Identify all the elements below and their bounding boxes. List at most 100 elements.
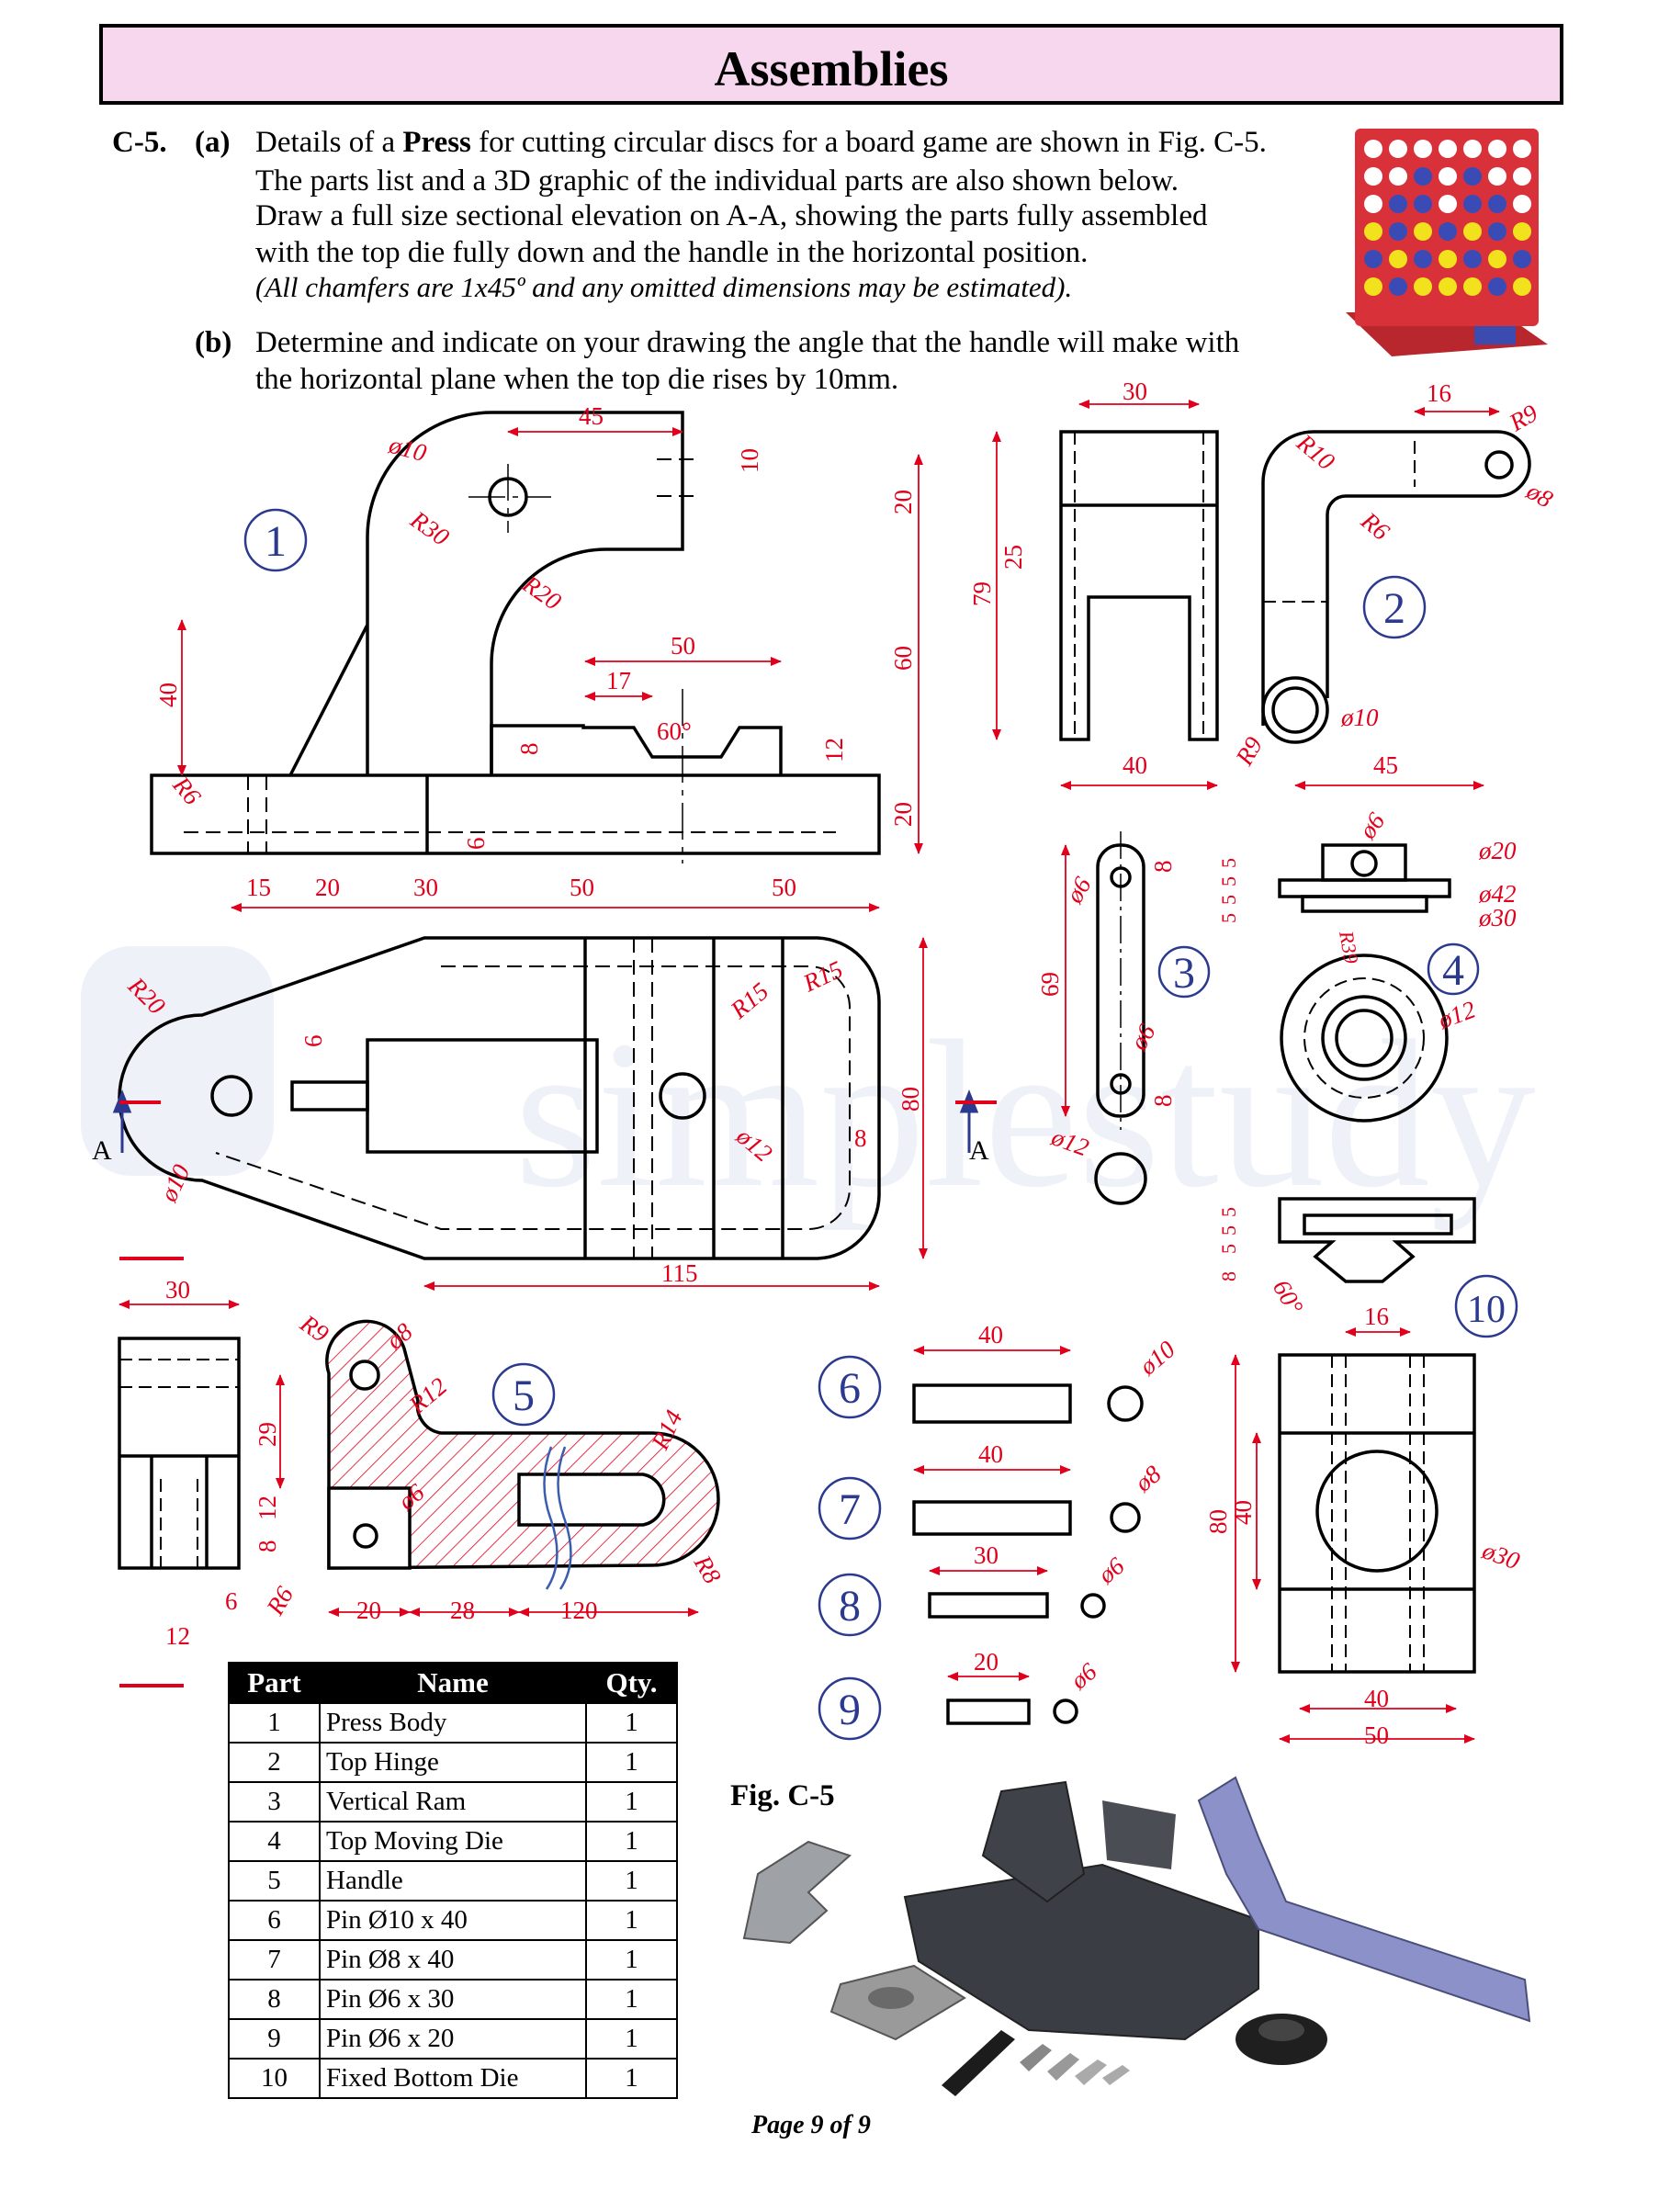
- svg-text:20: 20: [974, 1648, 999, 1676]
- board-hole: [1364, 250, 1382, 268]
- svg-text:15: 15: [246, 874, 271, 901]
- svg-text:2: 2: [1383, 584, 1405, 633]
- question-line-7: the horizontal plane when the top die ri…: [255, 363, 899, 396]
- svg-text:5: 5: [513, 1371, 535, 1420]
- svg-text:30: 30: [1123, 378, 1147, 405]
- board-hole: [1389, 140, 1407, 158]
- board-hole: [1414, 250, 1432, 268]
- part-number-labels: 1 2 3 4 5 6 7 8 9 10: [265, 517, 1506, 1734]
- board-hole: [1389, 167, 1407, 186]
- board-hole: [1488, 140, 1506, 158]
- svg-text:ø30: ø30: [1478, 904, 1517, 931]
- svg-text:3: 3: [1173, 949, 1195, 998]
- question-line-2: The parts list and a 3D graphic of the i…: [255, 164, 1179, 198]
- board-hole: [1414, 277, 1432, 296]
- board-hole: [1463, 250, 1482, 268]
- svg-text:80: 80: [1204, 1509, 1232, 1534]
- svg-text:6: 6: [839, 1364, 861, 1413]
- svg-text:40: 40: [1364, 1685, 1389, 1712]
- part-number-balloons: [243, 508, 1518, 1741]
- svg-text:R20: R20: [517, 570, 567, 615]
- svg-text:16: 16: [1427, 379, 1451, 407]
- svg-text:R39: R39: [1335, 929, 1363, 965]
- board-hole: [1414, 195, 1432, 213]
- svg-text:A: A: [92, 1135, 112, 1166]
- svg-text:8: 8: [1149, 1095, 1177, 1108]
- svg-text:28: 28: [450, 1597, 475, 1624]
- svg-text:R15: R15: [725, 977, 773, 1025]
- board-hole: [1389, 222, 1407, 241]
- svg-text:8: 8: [515, 743, 543, 756]
- board-hole: [1488, 195, 1506, 213]
- board-hole: [1364, 195, 1382, 213]
- svg-text:40: 40: [154, 683, 182, 707]
- svg-text:25: 25: [999, 545, 1027, 570]
- svg-text:6: 6: [462, 838, 490, 851]
- svg-text:50: 50: [671, 632, 695, 660]
- question-line-3: Draw a full size sectional elevation on …: [255, 199, 1208, 232]
- svg-text:30: 30: [413, 874, 438, 901]
- svg-text:R30: R30: [405, 505, 455, 551]
- svg-text:50: 50: [570, 874, 594, 901]
- svg-text:6: 6: [299, 1035, 327, 1048]
- board-game-image: [1346, 129, 1548, 356]
- svg-text:R9: R9: [295, 1309, 334, 1349]
- svg-text:ø20: ø20: [1478, 837, 1517, 864]
- board-hole: [1414, 140, 1432, 158]
- svg-text:20: 20: [889, 490, 917, 514]
- table-header-qty: Qty.: [585, 1662, 678, 1704]
- board-hole: [1364, 167, 1382, 186]
- part-a-label: (a): [195, 126, 231, 159]
- svg-text:40: 40: [1123, 751, 1147, 779]
- figure-label: Fig. C-5: [730, 1779, 835, 1812]
- board-hole: [1513, 277, 1531, 296]
- svg-text:40: 40: [978, 1321, 1003, 1349]
- svg-text:5: 5: [1217, 876, 1240, 886]
- board-hole: [1463, 277, 1482, 296]
- svg-text:5: 5: [1217, 913, 1240, 923]
- board-hole: [1463, 140, 1482, 158]
- page-title: Assemblies: [714, 41, 949, 96]
- exploded-3d-graphic: [742, 1776, 1531, 2096]
- svg-text:20: 20: [356, 1597, 381, 1624]
- svg-text:40: 40: [1229, 1500, 1257, 1525]
- svg-text:12: 12: [820, 738, 848, 762]
- svg-text:A: A: [969, 1135, 989, 1166]
- question-number: C-5.: [112, 126, 167, 159]
- svg-text:R6: R6: [261, 1582, 299, 1620]
- svg-text:8: 8: [839, 1582, 861, 1631]
- svg-text:ø12: ø12: [730, 1122, 777, 1168]
- svg-text:6: 6: [225, 1587, 238, 1615]
- svg-text:45: 45: [579, 402, 604, 430]
- board-hole: [1488, 277, 1506, 296]
- svg-text:ø42: ø42: [1478, 880, 1517, 908]
- svg-text:ø6: ø6: [1353, 807, 1391, 845]
- svg-text:69: 69: [1036, 972, 1064, 997]
- svg-text:20: 20: [889, 802, 917, 827]
- part-1-plan: [118, 936, 881, 1260]
- board-hole: [1439, 195, 1457, 213]
- section-plane-arrows: [112, 1089, 979, 1153]
- svg-text:ø12: ø12: [1434, 996, 1479, 1034]
- board-hole: [1513, 195, 1531, 213]
- svg-text:50: 50: [1364, 1721, 1389, 1749]
- board-hole: [1488, 167, 1506, 186]
- svg-text:30: 30: [165, 1276, 190, 1304]
- svg-text:R15: R15: [798, 955, 847, 998]
- svg-text:R9: R9: [1230, 732, 1269, 771]
- board-hole: [1364, 140, 1382, 158]
- table-header-name: Name: [319, 1662, 587, 1704]
- board-hole: [1463, 167, 1482, 186]
- board-hole: [1463, 195, 1482, 213]
- svg-text:R20: R20: [122, 971, 171, 1020]
- part-4-die: [1278, 843, 1451, 1123]
- part-2-front: [1059, 430, 1219, 741]
- svg-text:79: 79: [968, 581, 996, 606]
- board-hole: [1513, 140, 1531, 158]
